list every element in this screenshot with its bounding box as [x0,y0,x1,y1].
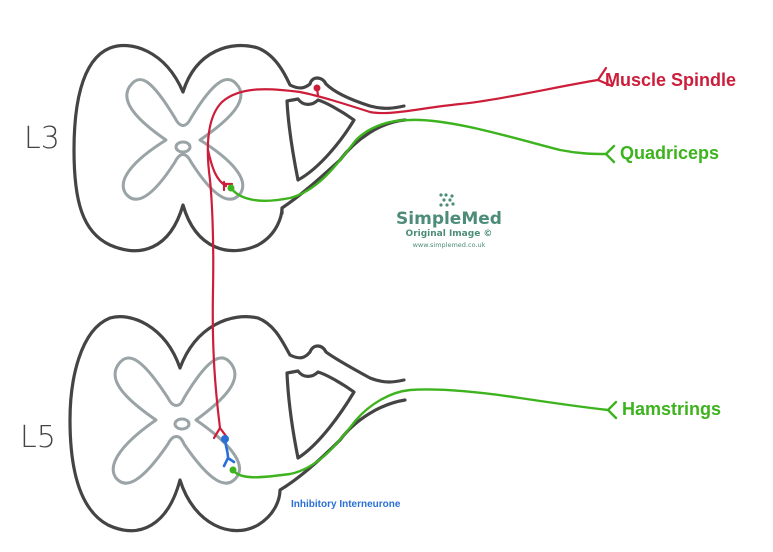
spinal-cord-l5 [68,315,407,533]
sensory-terminal-l5 [212,426,228,440]
hamstrings-label: Hamstrings [622,399,721,419]
simplemed-logo-icon [439,193,455,207]
level-label-l3: L3 [24,121,60,156]
sensory-axon [206,78,600,430]
quadriceps-label: Quadriceps [620,143,719,163]
l3-cord-outline [72,43,407,253]
hamstrings-motor-ending [606,400,618,420]
l5-dorsal-root-ganglion [285,369,356,460]
spindle-ending [596,66,614,88]
motor-neuron-hamstrings [229,388,618,479]
quadriceps-motor-axon [229,118,608,202]
interneurone-axon [222,437,236,468]
l5-central-canal [173,417,191,431]
level-label-l5: L5 [20,420,56,455]
l3-central-canal [174,140,192,154]
sensory-neuron [206,66,614,440]
simplemed-watermark: SimpleMed Original Image © www.simplemed… [396,193,502,249]
inhibitory-interneurone [221,435,236,468]
watermark-url: www.simplemed.co.uk [413,241,486,249]
watermark-subtitle: Original Image © [406,229,493,239]
l3-grey-matter [121,78,245,201]
quadriceps-motor-ending [604,144,616,164]
spinal-cord-l3 [72,43,407,253]
sensory-terminal-l3 [222,180,234,192]
l5-cord-outline [68,315,407,533]
muscle-spindle-label: Muscle Spindle [605,70,736,90]
motor-neuron-quadriceps [227,118,616,202]
hamstrings-motor-axon [231,388,610,479]
watermark-brand: SimpleMed [396,209,502,229]
l5-grey-matter [111,356,242,485]
inhibitory-interneurone-label: Inhibitory Interneurone [291,499,401,510]
sensory-cell-stalk [315,86,320,98]
l3-dorsal-root-ganglion [285,97,356,182]
